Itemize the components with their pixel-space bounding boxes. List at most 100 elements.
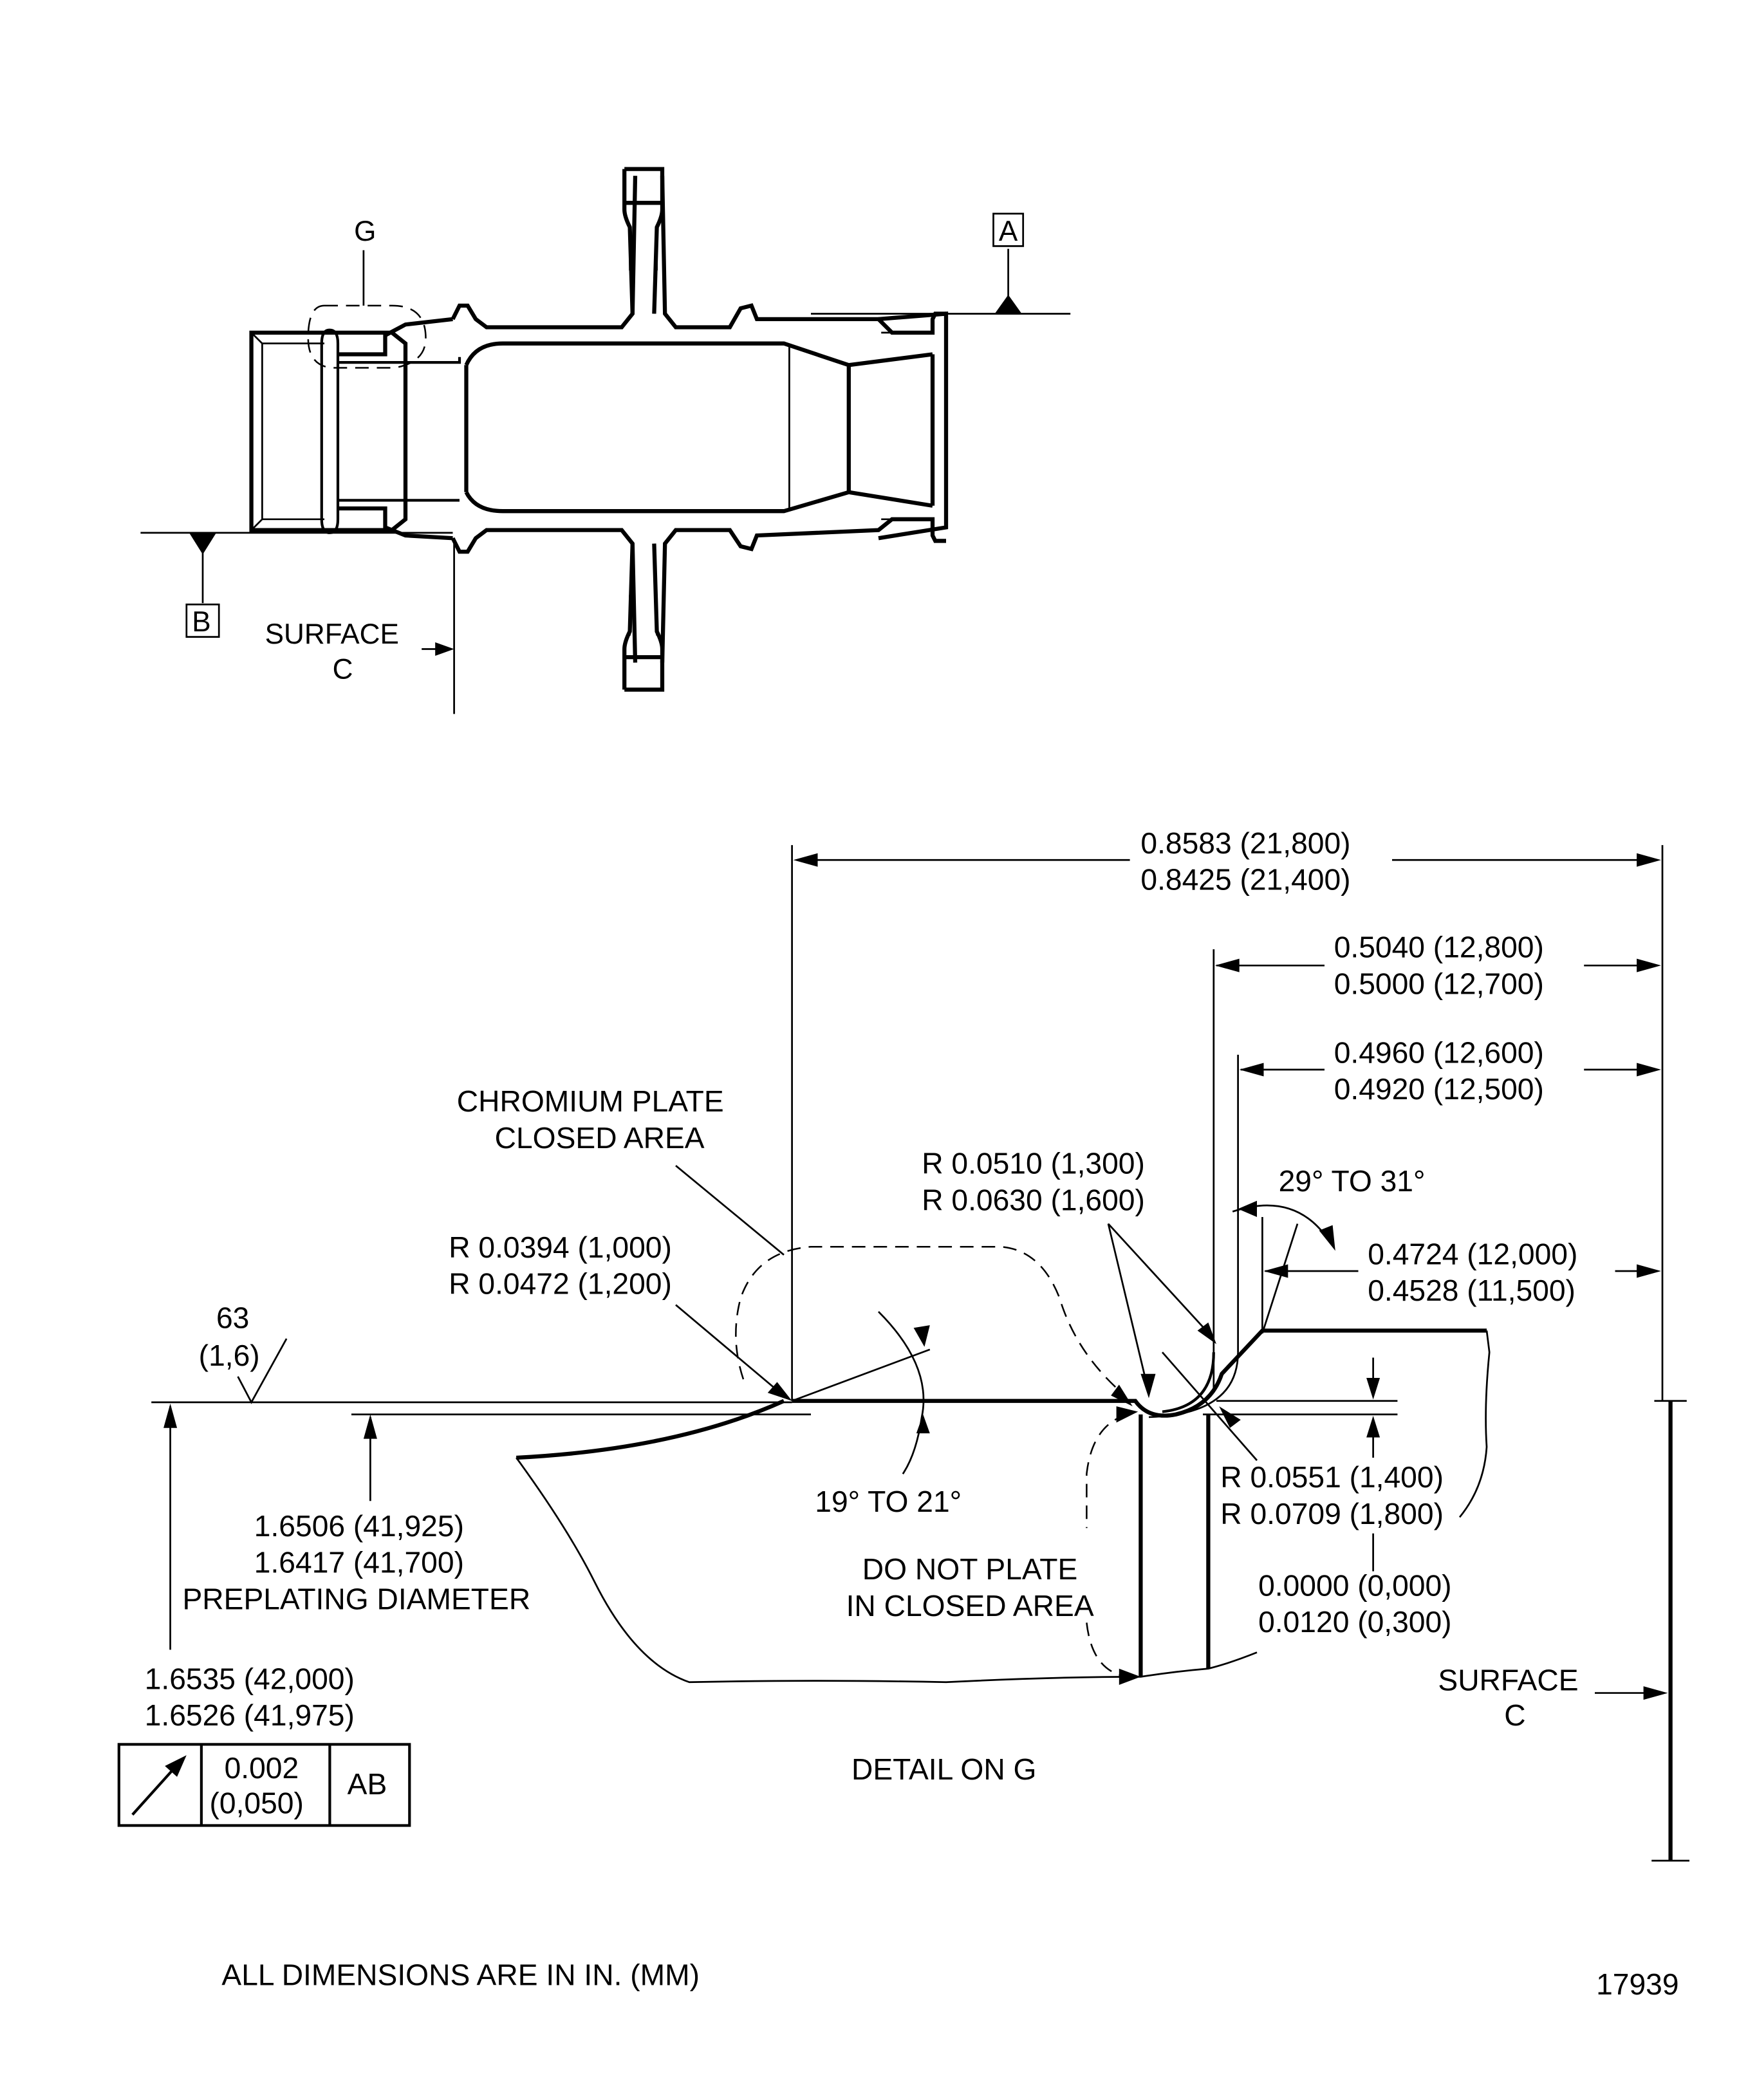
profile-plated-surface [792, 1328, 1487, 1418]
chromium-boundary-arrow-icon [1111, 1384, 1133, 1407]
chromium-note-leader [675, 1165, 785, 1256]
angle-taper-arrow-bottom-icon [916, 1414, 930, 1434]
radius-corner-arrow-icon [1219, 1406, 1241, 1428]
radius-groove-arrow1-icon [1140, 1373, 1156, 1398]
datum-a-box [992, 212, 1025, 247]
angle-chamfer-arrow-icon [1238, 1200, 1257, 1217]
surface-c-detail-line2: C [1504, 1698, 1525, 1732]
part-left-neck [338, 317, 453, 541]
datum-a-triangle-icon [994, 295, 1022, 314]
circular-runout-arrow-icon [165, 1755, 187, 1777]
surface-finish-metric: (1,6) [199, 1339, 260, 1372]
surface-c-label-line1: SURFACE [265, 618, 399, 650]
radius-corner-lower: R 0.0709 (1,800) [1220, 1497, 1444, 1530]
detail-g-label: G [354, 216, 376, 247]
part-left-cup-inner [250, 331, 324, 531]
fcf-datums: AB [348, 1767, 387, 1801]
break-line-left [516, 1457, 1258, 1684]
dim-flange-inner-lower: 0.4920 (12,500) [1334, 1072, 1544, 1106]
radius-left-leader [675, 1304, 788, 1399]
radius-corner-upper: R 0.0551 (1,400) [1220, 1460, 1444, 1494]
dim-overall-arrow-right-icon [1637, 853, 1661, 867]
no-plate-note-line2: IN CLOSED AREA [846, 1589, 1094, 1622]
surface-c-detail-line1: SURFACE [1438, 1663, 1578, 1696]
radius-left-arrow-icon [767, 1382, 792, 1401]
preplating-upper: 1.6506 (41,925) [254, 1509, 464, 1543]
step-dim-upper: 0.0000 (0,000) [1258, 1568, 1451, 1602]
preplating-label: PREPLATING DIAMETER [183, 1582, 531, 1615]
part-lower-tab-inner [629, 595, 658, 636]
angle-chamfer-ref-line [1261, 1223, 1299, 1334]
chromium-note-line1: CHROMIUM PLATE [457, 1084, 724, 1118]
radius-groove-leader-2 [1107, 1223, 1214, 1340]
detail-g-boundary [307, 304, 427, 369]
dim-overall-arrow-left-icon [793, 853, 818, 867]
datum-b-triangle-icon [189, 532, 216, 555]
radius-left-upper: R 0.0394 (1,000) [449, 1231, 672, 1264]
part-main-body [451, 176, 946, 335]
dim-flange-inner-arrow-right-icon [1637, 1063, 1661, 1077]
chromium-note-line2: CLOSED AREA [495, 1121, 705, 1155]
surface-c-arrow-icon [435, 642, 454, 656]
profile-groove-outer [1148, 1352, 1239, 1418]
surface-finish-value: 63 [216, 1301, 249, 1334]
radius-groove-leader-1 [1107, 1223, 1150, 1393]
fcf-tolerance-mm: (0,050) [210, 1787, 304, 1820]
no-plate-arrow-top-icon [1116, 1406, 1139, 1423]
dim-chamfer-upper: 0.4724 (12,000) [1368, 1238, 1577, 1271]
surface-finish-symbol-icon [237, 1338, 288, 1404]
radius-groove-arrow2-icon [1197, 1322, 1216, 1344]
outer-diameter-lower: 1.6526 (41,975) [145, 1698, 355, 1732]
fcf-border [117, 1743, 411, 1827]
dim-flange-outer-upper: 0.5040 (12,800) [1334, 931, 1544, 964]
profile-groove-inner [1162, 1352, 1215, 1413]
angle-chamfer-label: 29° TO 31° [1279, 1164, 1426, 1198]
top-view: G A B SURFACE C [140, 167, 1071, 714]
part-upper-tab-inner [629, 227, 658, 271]
dim-chamfer-arrow-right-icon [1637, 1264, 1661, 1278]
surface-c-detail-arrow-icon [1643, 1686, 1668, 1700]
preplating-arrow-icon [363, 1414, 377, 1439]
no-plate-arrow-bottom-icon [1119, 1668, 1141, 1685]
part-inner-bore-left [338, 357, 461, 502]
angle-chamfer-arrow2-icon [1319, 1225, 1335, 1251]
part-main-body-bottom [451, 517, 946, 663]
dim-flange-inner-upper: 0.4960 (12,600) [1334, 1036, 1544, 1069]
dim-overall-lower: 0.8425 (21,400) [1140, 863, 1350, 897]
profile-taper [516, 1398, 785, 1460]
fcf-tolerance-in: 0.002 [225, 1751, 299, 1785]
step-dim-arrow-up-icon [1366, 1415, 1380, 1438]
radius-left-lower: R 0.0472 (1,200) [449, 1267, 672, 1301]
datum-b-label: B [192, 606, 210, 638]
dim-overall-upper: 0.8583 (21,800) [1140, 826, 1350, 860]
detail-title: DETAIL ON G [851, 1752, 1036, 1786]
feature-control-frame: 0.002 (0,050) AB [117, 1743, 411, 1827]
step-dim-arrow-down-icon [1366, 1378, 1380, 1400]
no-plate-closed-area-boundary [1086, 1413, 1128, 1678]
chromium-closed-area-boundary [735, 1245, 1122, 1394]
detail-view: 0.8583 (21,800) 0.8425 (21,400) 0.5040 (… [117, 826, 1689, 1862]
step-dim-lower: 0.0120 (0,300) [1258, 1605, 1451, 1639]
dim-flange-outer-lower: 0.5000 (12,700) [1334, 967, 1544, 1000]
units-note: ALL DIMENSIONS ARE IN IN. (MM) [221, 1958, 700, 1991]
part-right-flange-inner [881, 331, 933, 521]
angle-taper-ref-line [792, 1348, 931, 1402]
dim-chamfer-lower: 0.4528 (11,500) [1368, 1274, 1576, 1307]
part-center-bore [464, 341, 851, 514]
preplating-lower: 1.6417 (41,700) [254, 1546, 464, 1579]
dim-flange-outer-arrow-left-icon [1214, 958, 1240, 972]
radius-groove-lower: R 0.0630 (1,600) [922, 1183, 1145, 1216]
radius-corner-leader [1161, 1352, 1258, 1462]
figure-number: 17939 [1596, 1967, 1678, 2001]
part-upper-tab [622, 167, 665, 314]
datum-a-label: A [999, 216, 1018, 247]
angle-taper-label: 19° TO 21° [815, 1485, 962, 1518]
break-line-right [1458, 1330, 1491, 1518]
radius-groove-upper: R 0.0510 (1,300) [922, 1147, 1145, 1180]
no-plate-note-line1: DO NOT PLATE [862, 1552, 1078, 1586]
dim-flange-outer-arrow-right-icon [1637, 958, 1661, 972]
part-right-flange [848, 311, 949, 541]
datum-b-box [185, 603, 220, 638]
outer-diameter-arrow-icon [163, 1403, 178, 1428]
